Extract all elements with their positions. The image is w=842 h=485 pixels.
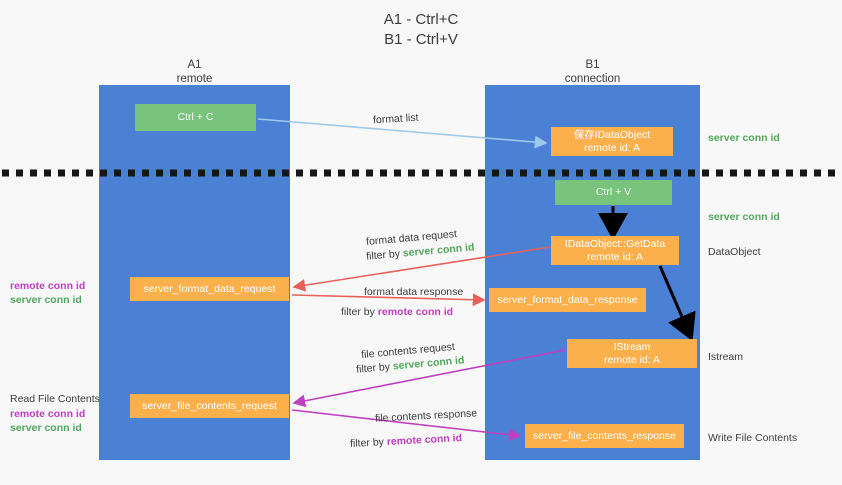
- lane-header-a1-name: A1: [187, 59, 202, 71]
- label-server-conn-id-format: server conn id: [10, 294, 82, 306]
- box-getdata-line2: remote id: A: [586, 250, 643, 263]
- filter-prefix-4: filter by: [349, 436, 388, 450]
- label-conn-ids-file: remote conn id server conn id: [10, 407, 96, 435]
- filter-key-remote-conn-id-2: remote conn id: [386, 432, 463, 448]
- box-idataobject-line1: 保存IDataObject: [573, 128, 651, 141]
- label-conn-ids-format: remote conn id server conn id: [10, 279, 96, 307]
- label-read-file-contents: Read File Contents: [10, 393, 100, 405]
- box-server-file-contents-response-label: server_file_contents_response: [532, 429, 676, 442]
- box-server-format-data-request-label: server_format_data_request: [143, 282, 276, 295]
- box-server-format-data-response-label: server_format_data_response: [497, 293, 638, 306]
- box-istream-text: IStream remote id: A: [604, 341, 660, 367]
- box-ctrl-v[interactable]: Ctrl + V: [555, 180, 672, 205]
- box-server-file-contents-response[interactable]: server_file_contents_response: [525, 424, 684, 448]
- title-line-2: B1 - Ctrl+V: [384, 31, 458, 48]
- label-remote-conn-id-file: remote conn id: [10, 408, 86, 420]
- box-ctrl-c-label: Ctrl + C: [177, 111, 214, 123]
- page-title: A1 - Ctrl+C B1 - Ctrl+V: [0, 10, 842, 50]
- box-ctrl-c[interactable]: Ctrl + C: [135, 104, 256, 131]
- title-line-1: A1 - Ctrl+C: [383, 11, 459, 28]
- box-getdata[interactable]: IDataObject::GetData remote id: A: [551, 236, 679, 265]
- box-ctrl-v-label: Ctrl + V: [595, 186, 632, 198]
- box-idataobject-text: 保存IDataObject remote id: A: [574, 129, 650, 155]
- box-server-format-data-response[interactable]: server_format_data_response: [489, 288, 646, 312]
- label-remote-conn-id-format: remote conn id: [10, 280, 86, 292]
- box-server-file-contents-request-label: server_file_contents_request: [142, 399, 277, 412]
- box-server-format-data-request[interactable]: server_format_data_request: [130, 277, 289, 301]
- label-dataobject: DataObject: [708, 246, 761, 258]
- box-istream-line1: IStream: [613, 340, 651, 353]
- lane-header-a1: A1 remote: [99, 58, 290, 86]
- lane-header-b1-subtitle: connection: [564, 73, 621, 85]
- lane-header-a1-subtitle: remote: [176, 73, 213, 85]
- edge-label-format-list: format list: [372, 111, 419, 127]
- box-server-file-contents-request[interactable]: server_file_contents_request: [130, 394, 289, 418]
- box-istream[interactable]: IStream remote id: A: [567, 339, 697, 368]
- lane-header-b1: B1 connection: [485, 58, 700, 86]
- lane-header-b1-name: B1: [585, 59, 600, 71]
- label-istream: Istream: [708, 351, 744, 363]
- filter-prefix-1: filter by: [365, 247, 404, 263]
- edge-label-format-data-response-filter: filter by remote conn id: [341, 305, 453, 319]
- edge-label-file-contents-response-filter: filter by remote conn id: [350, 431, 463, 451]
- filter-prefix-2: filter by: [341, 306, 378, 318]
- box-idataobject[interactable]: 保存IDataObject remote id: A: [551, 127, 673, 156]
- edge-label-format-data-response: format data response: [364, 286, 464, 298]
- box-istream-line2: remote id: A: [603, 353, 661, 366]
- box-getdata-text: IDataObject::GetData remote id: A: [565, 238, 665, 264]
- box-getdata-line1: IDataObject::GetData: [564, 237, 666, 250]
- label-server-conn-id-file: server conn id: [10, 422, 82, 434]
- box-idataobject-line2: remote id: A: [583, 141, 640, 154]
- filter-key-remote-conn-id-1: remote conn id: [377, 306, 454, 318]
- edge-label-file-contents-response: file contents response: [374, 407, 478, 425]
- filter-prefix-3: filter by: [355, 360, 394, 376]
- label-server-conn-id-top: server conn id: [708, 132, 780, 144]
- label-write-file-contents: Write File Contents: [708, 432, 798, 444]
- label-server-conn-id-second: server conn id: [708, 211, 780, 223]
